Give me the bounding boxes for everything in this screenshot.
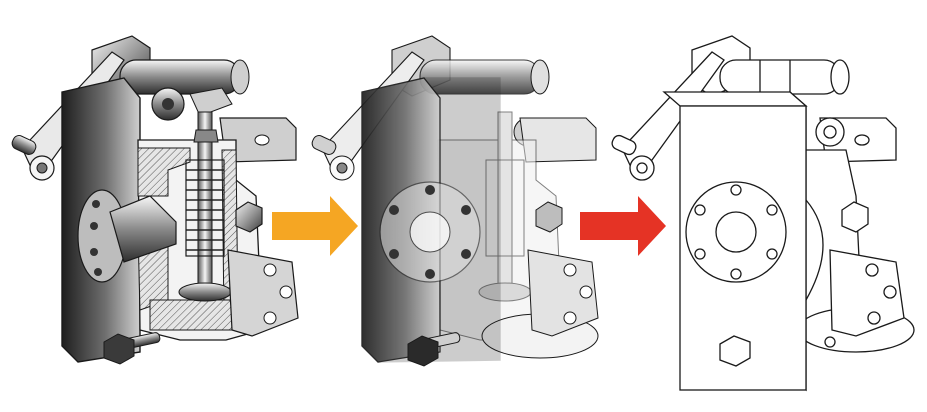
line-bottom-bolt-head: [719, 335, 751, 367]
arrow-red: [580, 196, 666, 256]
line-roller-knob: [815, 117, 845, 147]
cutaway-hex-nut: [235, 201, 263, 233]
cutaway-bottom-bolt: [103, 332, 161, 365]
ghost-front-flange: [379, 181, 481, 283]
cutaway-bottom-flange: [227, 249, 299, 337]
stage-line-art: [611, 35, 915, 392]
ghost-bottom-flange: [481, 249, 599, 359]
ghost-hex-nut: [535, 201, 563, 233]
line-bracket-hole: [854, 134, 870, 146]
cutaway-stem-spring: [178, 111, 232, 302]
line-handle-lever: [611, 51, 725, 181]
ghost-bottom-bolt: [407, 332, 461, 367]
line-front-flange: [685, 181, 787, 283]
stage-cutaway: [11, 35, 299, 365]
stage-transparent: [311, 35, 599, 367]
line-bottom-flange: [797, 249, 915, 353]
arrow-orange: [272, 196, 358, 256]
line-hex-nut: [841, 201, 869, 233]
cutaway-bracket-hole: [254, 134, 270, 146]
